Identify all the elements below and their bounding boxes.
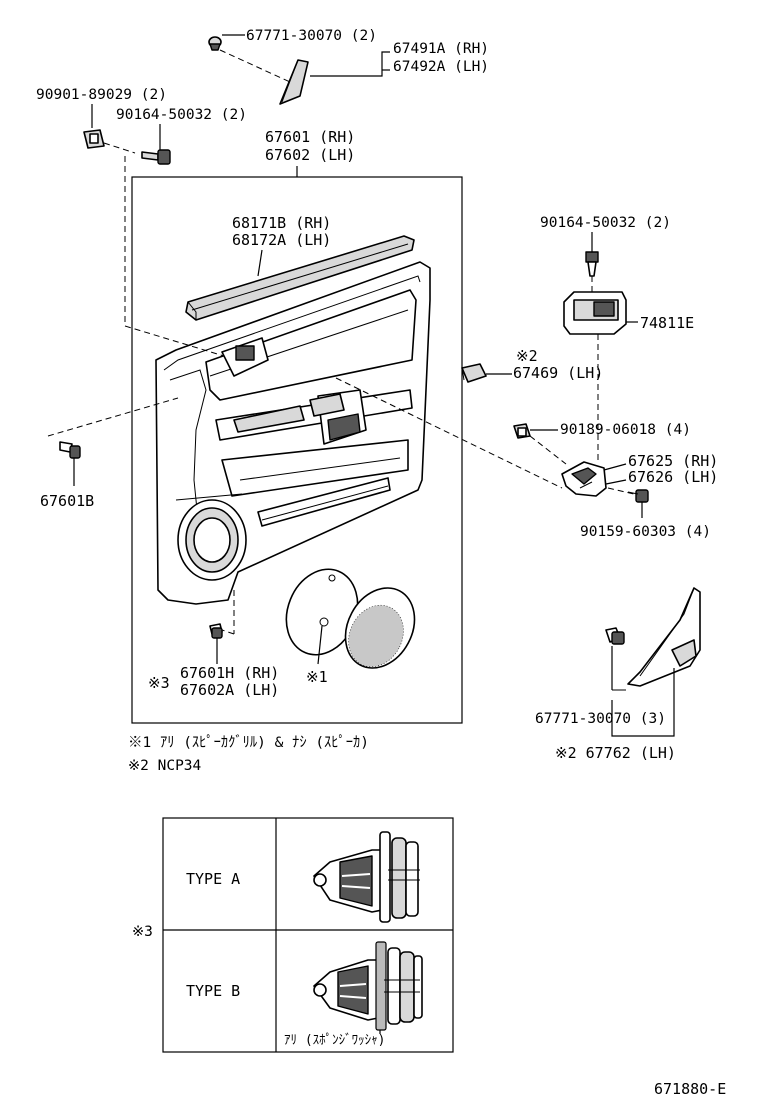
note-2: ※2 NCP34 xyxy=(128,758,202,774)
table-type-a: TYPE A xyxy=(186,870,240,888)
clip-type-b-icon xyxy=(313,941,423,1031)
screw-90164-a xyxy=(141,149,171,165)
label-90164-b: 90164-50032 (2) xyxy=(540,215,671,231)
label-90189: 90189-06018 (4) xyxy=(560,422,691,438)
table-type-b-caption: ｱﾘ (ｽﾎﾟﾝｼﾞﾜｯｼｬ) xyxy=(284,1033,385,1048)
clip-type-a-icon xyxy=(313,831,420,923)
note-1: ※1 ｱﾘ (ｽﾋﾟｰｶｸﾞﾘﾙ) & ﾅｼ (ｽﾋﾟｰｶ) xyxy=(128,734,369,751)
door-trim-panel-67601 xyxy=(155,261,431,605)
screw-90164-b xyxy=(585,251,599,277)
screw-90159 xyxy=(627,489,649,503)
speaker-grille-patterned xyxy=(344,587,416,669)
trim-cover-67762 xyxy=(627,587,701,687)
drawing-id: 671880-E xyxy=(654,1080,726,1098)
label-67771-top: 67771-30070 (2) xyxy=(246,28,377,44)
mirror-cover-67491a xyxy=(279,59,309,105)
label-68172a: 68172A (LH) xyxy=(232,231,331,249)
label-67601h: 67601H (RH) xyxy=(180,664,279,682)
clip-67601h xyxy=(209,623,223,639)
label-67601b: 67601B xyxy=(40,492,94,510)
label-67492a: 67492A (LH) xyxy=(393,59,489,75)
label-90901: 90901-89029 (2) xyxy=(36,87,167,103)
label-67602a: 67602A (LH) xyxy=(180,681,279,699)
bracket-67469 xyxy=(461,363,487,383)
label-67626: 67626 (LH) xyxy=(628,468,718,486)
label-mark1: ※1 xyxy=(306,668,328,686)
label-67771-bottom: 67771-30070 (3) xyxy=(535,711,666,727)
label-90159: 90159-60303 (4) xyxy=(580,524,711,540)
label-67469: 67469 (LH) xyxy=(513,364,603,382)
table-type-b: TYPE B xyxy=(186,982,240,1000)
inside-handle-67625 xyxy=(561,461,607,497)
label-67625: 67625 (RH) xyxy=(628,452,718,470)
label-67601h-mark: ※3 xyxy=(148,674,170,692)
clip-67771-bottom xyxy=(605,627,625,645)
switch-base-74811e xyxy=(563,291,627,335)
label-74811e: 74811E xyxy=(640,314,694,332)
label-67491a: 67491A (RH) xyxy=(393,41,489,57)
label-67601: 67601 (RH) xyxy=(265,128,355,146)
label-67469-mark: ※2 xyxy=(516,347,538,365)
label-67762: ※2 67762 (LH) xyxy=(555,744,676,762)
label-90164-a: 90164-50032 (2) xyxy=(116,107,247,123)
label-67602: 67602 (LH) xyxy=(265,146,355,164)
clip-90189 xyxy=(513,423,531,439)
clip-type-table xyxy=(162,817,454,1053)
table-mark: ※3 xyxy=(132,924,153,940)
clip-67771-top xyxy=(208,36,222,51)
belt-moulding-68171b xyxy=(185,235,415,321)
clip-67601b xyxy=(59,441,81,459)
label-68171b: 68171B (RH) xyxy=(232,214,331,232)
door-trim-frame xyxy=(131,176,463,724)
clip-90901 xyxy=(83,129,105,149)
